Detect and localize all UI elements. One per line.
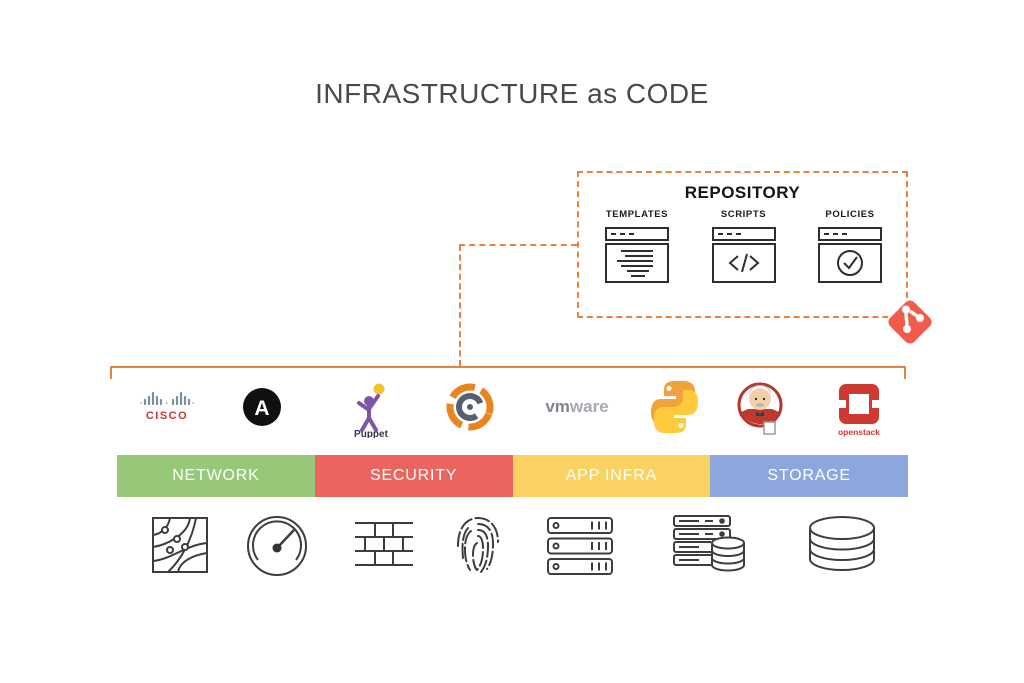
vmware-vm-text: vm — [545, 397, 570, 416]
browser-window-code-icon — [711, 227, 776, 283]
database-icon — [809, 516, 875, 571]
connector-dashed-vertical — [459, 245, 461, 366]
repo-item-templates: TEMPLATES — [605, 209, 669, 283]
layer-bar-network: NETWORK — [117, 455, 315, 497]
git-branch-icon — [902, 305, 924, 333]
layer-bar-security: SECURITY — [314, 455, 513, 497]
fingerprint-icon — [457, 516, 499, 573]
repository-box: REPOSITORY TEMPLATES SCRIPTS — [577, 171, 908, 318]
browser-window-lines-icon — [605, 227, 669, 283]
scripts-label: SCRIPTS — [720, 209, 767, 220]
openstack-wordmark: openstack — [838, 427, 880, 437]
servers-database-icon — [673, 515, 745, 572]
layer-bars: NETWORK SECURITY APP INFRA STORAGE — [117, 455, 908, 497]
ansible-logo: A — [243, 388, 281, 426]
repository-title: REPOSITORY — [684, 183, 801, 202]
git-badge — [885, 297, 935, 347]
puppet-logo: Puppet — [354, 383, 389, 438]
gauge-icon — [247, 516, 307, 576]
browser-window-check-icon — [818, 227, 882, 283]
chef-logo — [446, 383, 494, 431]
templates-label: TEMPLATES — [605, 209, 669, 220]
page-title: INFRASTRUCTURE as CODE — [315, 78, 709, 109]
network-map-icon — [152, 517, 208, 573]
puppet-wordmark: Puppet — [354, 429, 389, 438]
python-logo — [651, 381, 698, 433]
ansible-a-glyph: A — [254, 397, 269, 420]
connector-dashed-horizontal — [459, 244, 577, 246]
cisco-wordmark: CISCO — [146, 410, 188, 422]
vmware-ware-text: ware — [569, 397, 609, 416]
svg-text:vmware: vmware — [545, 397, 608, 416]
jenkins-logo — [737, 382, 783, 435]
openstack-logo: openstack — [837, 384, 881, 437]
repo-item-scripts: SCRIPTS — [711, 209, 776, 283]
cisco-logo: CISCO — [140, 391, 194, 422]
repository-items: TEMPLATES SCRIPTS — [579, 203, 906, 283]
layer-bar-storage: STORAGE — [710, 455, 908, 497]
tools-bracket — [110, 366, 906, 379]
layer-bar-app-infra: APP INFRA — [512, 455, 711, 497]
policies-label: POLICIES — [825, 209, 875, 220]
repo-item-policies: POLICIES — [818, 209, 882, 283]
vmware-logo: vmware — [545, 397, 608, 416]
firewall-icon — [355, 522, 413, 566]
server-rack-icon — [547, 517, 613, 575]
